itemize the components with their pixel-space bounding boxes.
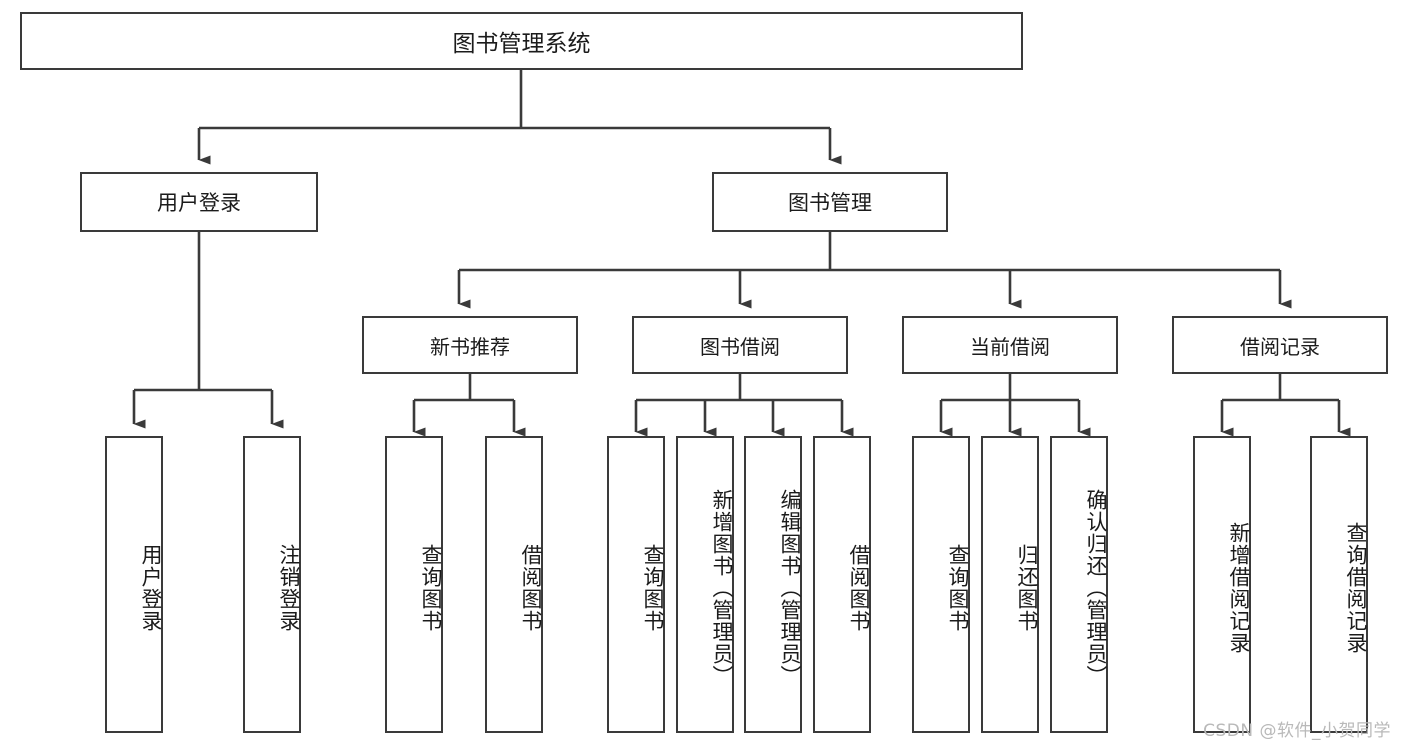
node-label: 新书推荐: [430, 334, 510, 359]
node-root-book-management-system[interactable]: 图书管理系统: [20, 12, 1023, 70]
node-label: 图书借阅: [700, 334, 780, 359]
leaf-bb-query-book[interactable]: 查询图书: [607, 436, 665, 733]
node-label: 归还图书: [1015, 543, 1039, 632]
node-label: 新增借阅记录: [1227, 521, 1251, 654]
node-borrow-record[interactable]: 借阅记录: [1172, 316, 1388, 374]
node-current-borrow[interactable]: 当前借阅: [902, 316, 1118, 374]
node-label: 用户登录: [157, 191, 241, 215]
leaf-bb-edit-book-admin[interactable]: 编辑图书（管理员）: [744, 436, 802, 733]
leaf-logout[interactable]: 注销登录: [243, 436, 301, 733]
leaf-br-add-record[interactable]: 新增借阅记录: [1193, 436, 1251, 733]
leaf-nbr-query-book[interactable]: 查询图书: [385, 436, 443, 733]
leaf-user-login[interactable]: 用户登录: [105, 436, 163, 733]
node-label: 当前借阅: [970, 334, 1050, 359]
node-label: 注销登录: [277, 543, 301, 632]
node-label: 借阅图书: [847, 543, 871, 632]
node-user-login[interactable]: 用户登录: [80, 172, 318, 232]
node-label: 查询图书: [419, 543, 443, 632]
node-label: 编辑图书（管理员）: [778, 488, 802, 687]
leaf-cb-query-book[interactable]: 查询图书: [912, 436, 970, 733]
watermark: CSDN @软件_小贺同学: [1203, 721, 1391, 741]
node-label: 新增图书（管理员）: [710, 488, 734, 687]
leaf-bb-add-book-admin[interactable]: 新增图书（管理员）: [676, 436, 734, 733]
leaf-bb-borrow-book[interactable]: 借阅图书: [813, 436, 871, 733]
node-label: 图书管理: [788, 191, 872, 215]
node-label: 查询借阅记录: [1344, 521, 1368, 654]
node-label: 借阅图书: [519, 543, 543, 632]
node-book-management[interactable]: 图书管理: [712, 172, 948, 232]
leaf-nbr-borrow-book[interactable]: 借阅图书: [485, 436, 543, 733]
node-label: 确认归还（管理员）: [1084, 488, 1108, 687]
node-label: 图书管理系统: [452, 31, 591, 57]
leaf-br-query-record[interactable]: 查询借阅记录: [1310, 436, 1368, 733]
node-book-borrow[interactable]: 图书借阅: [632, 316, 848, 374]
node-label: 查询图书: [641, 543, 665, 632]
leaf-cb-confirm-return-admin[interactable]: 确认归还（管理员）: [1050, 436, 1108, 733]
leaf-cb-return-book[interactable]: 归还图书: [981, 436, 1039, 733]
node-new-book-recommend[interactable]: 新书推荐: [362, 316, 578, 374]
node-label: 用户登录: [139, 543, 163, 632]
node-label: 查询图书: [946, 543, 970, 632]
node-label: 借阅记录: [1240, 334, 1320, 359]
